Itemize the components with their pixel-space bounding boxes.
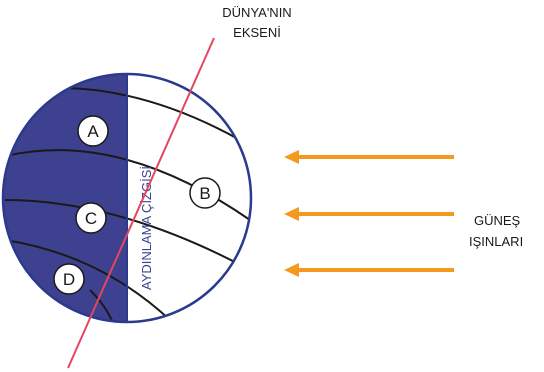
sun-rays-label-line1: GÜNEŞ bbox=[474, 213, 521, 228]
sun-ray-arrow-icon bbox=[284, 263, 454, 277]
latitude-line-3 bbox=[4, 199, 251, 271]
sun-rays-label-line2: IŞINLARI bbox=[469, 234, 523, 249]
terminator-label: AYDINLAMA ÇİZGİSİ bbox=[139, 166, 154, 290]
sun-ray-arrow-icon bbox=[284, 150, 454, 164]
axis-label-line2: EKSENİ bbox=[233, 25, 281, 40]
point-markers: A B C D bbox=[53, 115, 221, 295]
latitude-line-5 bbox=[89, 289, 116, 322]
latitude-line-4 bbox=[4, 239, 171, 321]
point-d-label: D bbox=[63, 270, 75, 289]
globe-outline bbox=[1, 72, 253, 324]
point-d: D bbox=[53, 263, 85, 295]
sun-ray-arrow-icon bbox=[284, 207, 454, 221]
point-c: C bbox=[75, 202, 107, 234]
sun-rays bbox=[284, 150, 454, 277]
axis-label-line1: DÜNYA'NIN bbox=[222, 5, 291, 20]
latitude-line-1 bbox=[65, 87, 241, 141]
point-b-label: B bbox=[199, 184, 210, 203]
earth-axis-line bbox=[67, 37, 215, 369]
point-a-label: A bbox=[87, 122, 99, 141]
point-b: B bbox=[189, 177, 221, 209]
point-c-label: C bbox=[85, 209, 97, 228]
point-a: A bbox=[77, 115, 109, 147]
